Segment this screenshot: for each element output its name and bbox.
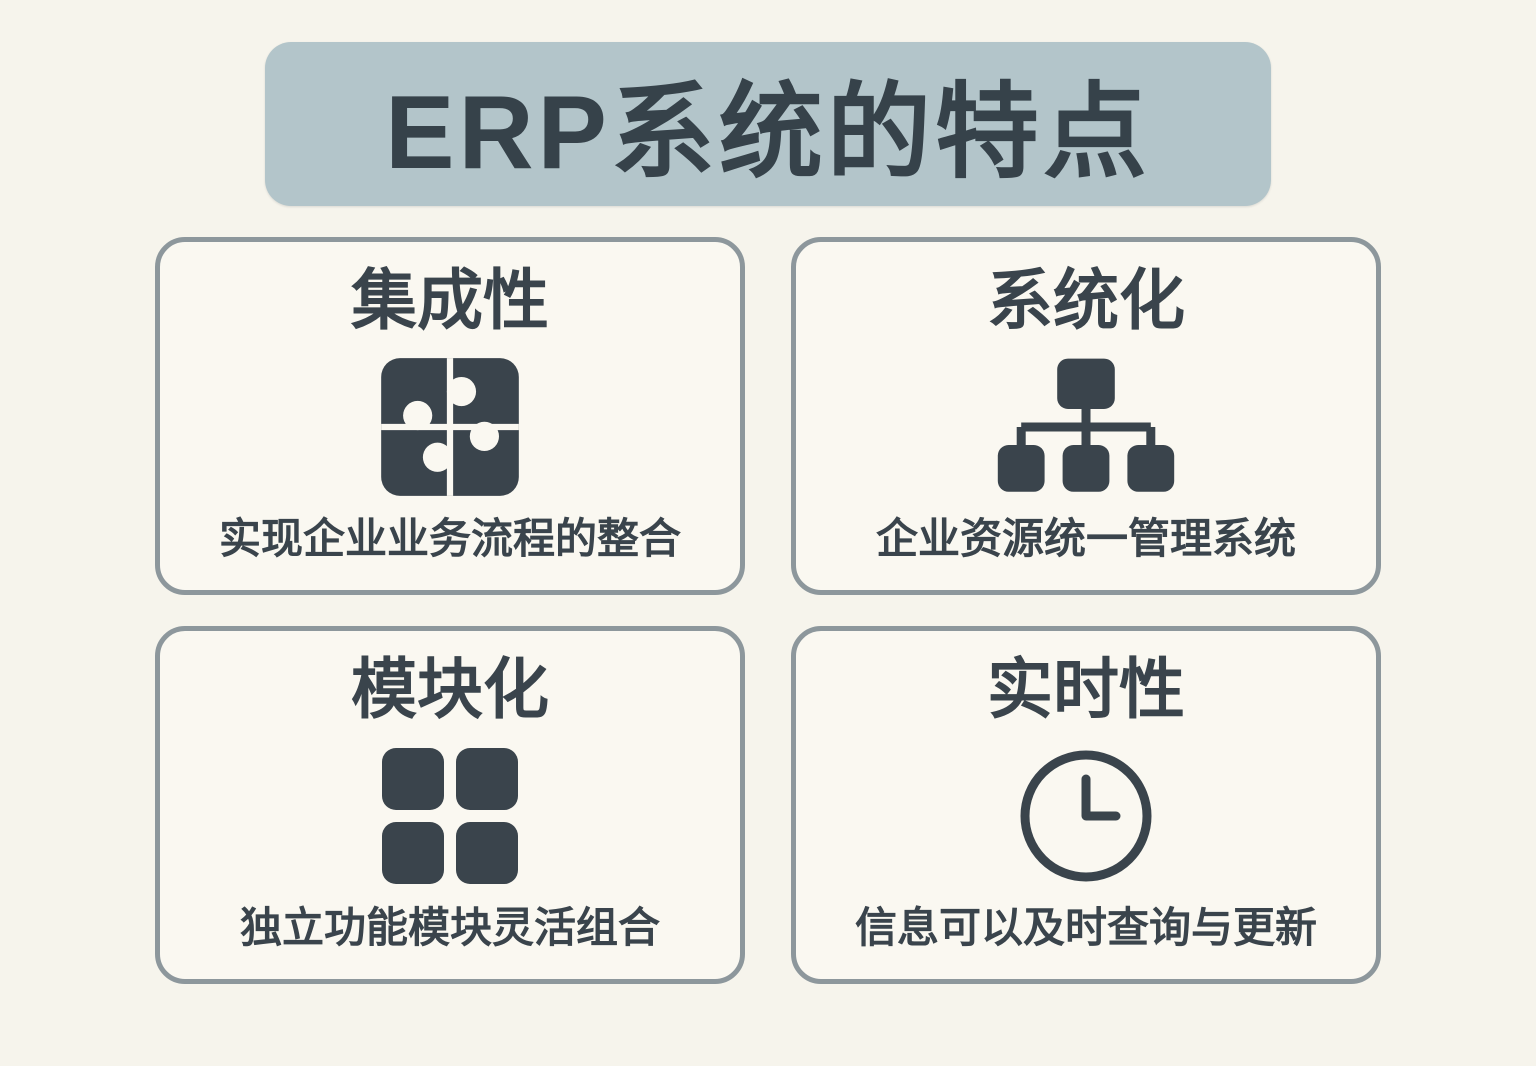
title-banner: ERP系统的特点	[265, 42, 1271, 206]
icon-container	[996, 335, 1176, 518]
icon-container	[1016, 724, 1156, 907]
clock-icon	[1020, 750, 1152, 882]
card-heading: 集成性	[351, 263, 549, 337]
card-caption: 实现企业业务流程的整合	[218, 515, 681, 562]
card-heading: 实时性	[987, 652, 1185, 726]
page-title: ERP系统的特点	[385, 74, 1151, 191]
icon-container	[377, 335, 523, 518]
card-caption: 企业资源统一管理系统	[875, 515, 1296, 562]
card-heading: 模块化	[351, 652, 549, 726]
card-modular: 模块化 独立功能模块灵活组合	[155, 626, 745, 984]
card-caption: 独立功能模块灵活组合	[239, 904, 660, 951]
org-chart-icon	[997, 358, 1175, 492]
card-integration: 集成性 实现企业业务流程的整合	[155, 237, 745, 595]
card-systematic: 系统化 企业资源统一管理系统	[791, 237, 1381, 595]
card-heading: 系统化	[987, 263, 1185, 337]
feature-grid: 集成性 实现企业业务流程的整合 系统化 企业	[155, 237, 1381, 984]
card-realtime: 实时性 信息可以及时查询与更新	[791, 626, 1381, 984]
modules-grid-icon	[382, 747, 518, 884]
puzzle-icon	[381, 357, 519, 496]
icon-container	[380, 724, 520, 907]
card-caption: 信息可以及时查询与更新	[854, 904, 1317, 951]
